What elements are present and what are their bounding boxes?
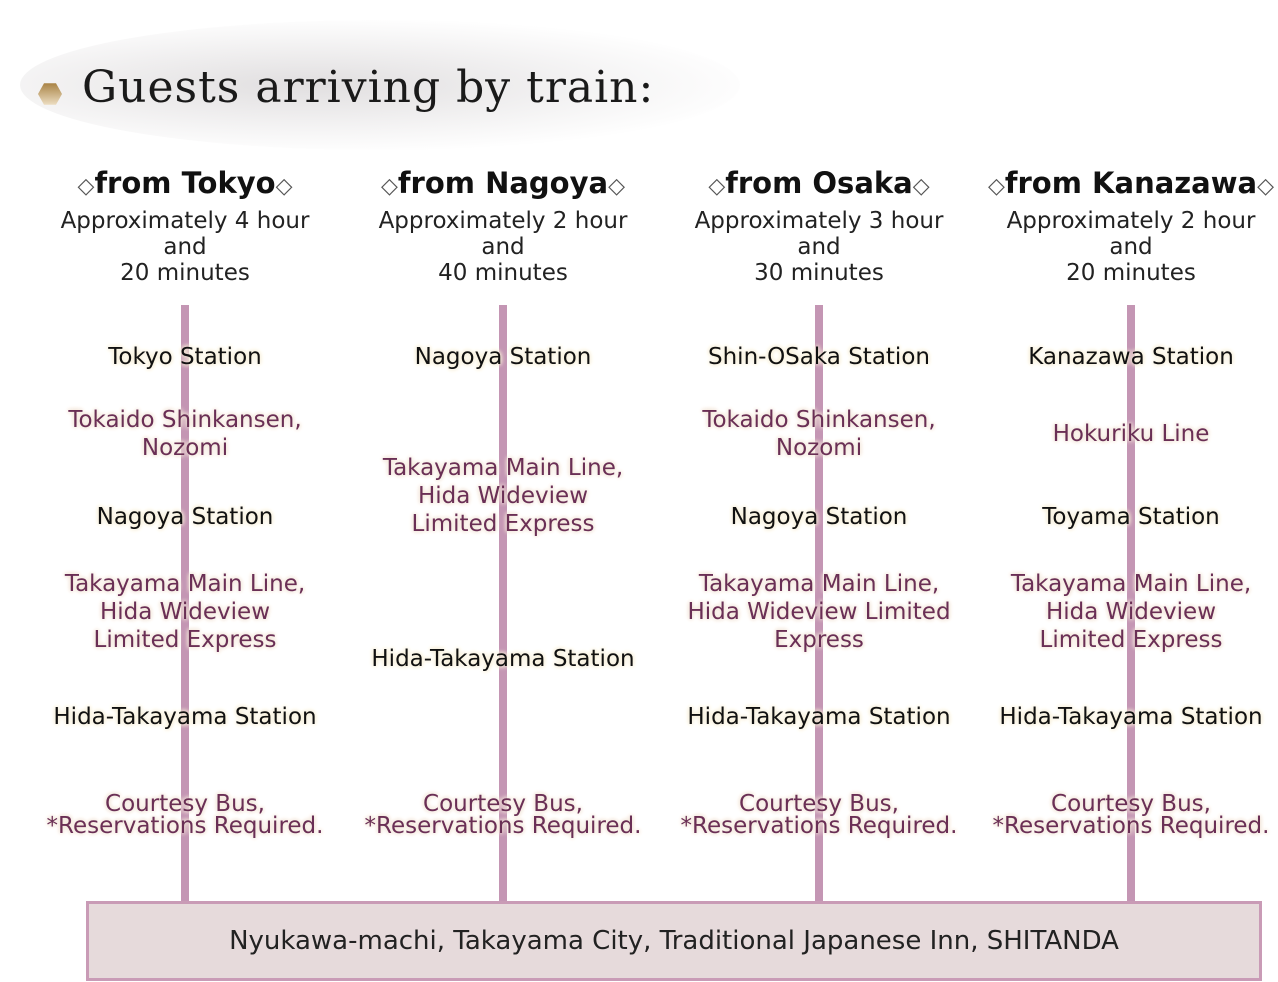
route-duration: Approximately 3 hour and 30 minutes [694, 208, 944, 286]
station-name: Hida-Takayama Station [53, 704, 317, 730]
train-line: Takayama Main Line, Hida Wideview Limite… [64, 571, 306, 653]
diamond-icon: ◇ [77, 174, 95, 199]
train-line: Tokaido Shinkansen, Nozomi [702, 407, 936, 461]
route-line [499, 305, 507, 902]
bus-note: Courtesy Bus, *Reservations Required. [992, 791, 1270, 839]
route-heading: ◇from Tokyo◇ [25, 166, 345, 200]
diamond-icon: ◇ [275, 174, 293, 199]
route-column: ◇from Kanazawa◇ Approximately 2 hour and… [971, 0, 1278, 982]
hexagon-bullet-icon [38, 83, 62, 105]
diamond-icon: ◇ [1257, 174, 1275, 199]
station-name: Toyama Station [1042, 504, 1220, 530]
route-duration: Approximately 4 hour and 20 minutes [60, 208, 310, 286]
route-heading: ◇from Kanazawa◇ [971, 166, 1278, 200]
route-origin: from Osaka [725, 166, 913, 200]
diamond-icon: ◇ [912, 174, 930, 199]
route-heading: ◇from Osaka◇ [659, 166, 979, 200]
train-line: Takayama Main Line, Hida Wideview Limite… [382, 455, 624, 537]
diamond-icon: ◇ [708, 174, 726, 199]
station-name: Nagoya Station [96, 504, 274, 530]
route-heading: ◇from Nagoya◇ [343, 166, 663, 200]
diamond-icon: ◇ [987, 174, 1005, 199]
route-duration: Approximately 2 hour and 20 minutes [1006, 208, 1256, 286]
station-name: Hida-Takayama Station [999, 704, 1263, 730]
bus-note: Courtesy Bus, *Reservations Required. [680, 791, 958, 839]
station-name: Nagoya Station [730, 504, 908, 530]
route-column: ◇from Tokyo◇ Approximately 4 hour and 20… [25, 0, 345, 982]
route-duration: Approximately 2 hour and 40 minutes [378, 208, 628, 286]
route-column: ◇from Osaka◇ Approximately 3 hour and 30… [659, 0, 979, 982]
train-line: Takayama Main Line, Hida Wideview Limite… [687, 571, 951, 653]
bus-note: Courtesy Bus, *Reservations Required. [46, 791, 324, 839]
train-line: Takayama Main Line, Hida Wideview Limite… [1010, 571, 1252, 653]
destination-box: Nyukawa-machi, Takayama City, Traditiona… [86, 901, 1262, 981]
station-name: Shin-OSaka Station [708, 344, 930, 370]
route-origin: from Kanazawa [1004, 166, 1258, 200]
route-origin: from Nagoya [397, 166, 609, 200]
route-line [815, 305, 823, 902]
route-column: ◇from Nagoya◇ Approximately 2 hour and 4… [343, 0, 663, 982]
station-name: Tokyo Station [108, 344, 262, 370]
train-line: Tokaido Shinkansen, Nozomi [68, 407, 302, 461]
page-title: Guests arriving by train: [82, 62, 655, 113]
route-line [181, 305, 189, 902]
route-line [1127, 305, 1135, 902]
train-line: Hokuriku Line [1052, 421, 1210, 447]
route-origin: from Tokyo [94, 166, 276, 200]
diamond-icon: ◇ [608, 174, 625, 199]
ink-smoke-decoration [20, 20, 740, 150]
station-name: Nagoya Station [414, 344, 592, 370]
bus-note: Courtesy Bus, *Reservations Required. [364, 791, 642, 839]
station-name: Kanazawa Station [1028, 344, 1234, 370]
station-name: Hida-Takayama Station [687, 704, 951, 730]
diamond-icon: ◇ [381, 174, 398, 199]
station-name: Hida-Takayama Station [371, 646, 635, 672]
destination-text: Nyukawa-machi, Takayama City, Traditiona… [229, 926, 1119, 956]
